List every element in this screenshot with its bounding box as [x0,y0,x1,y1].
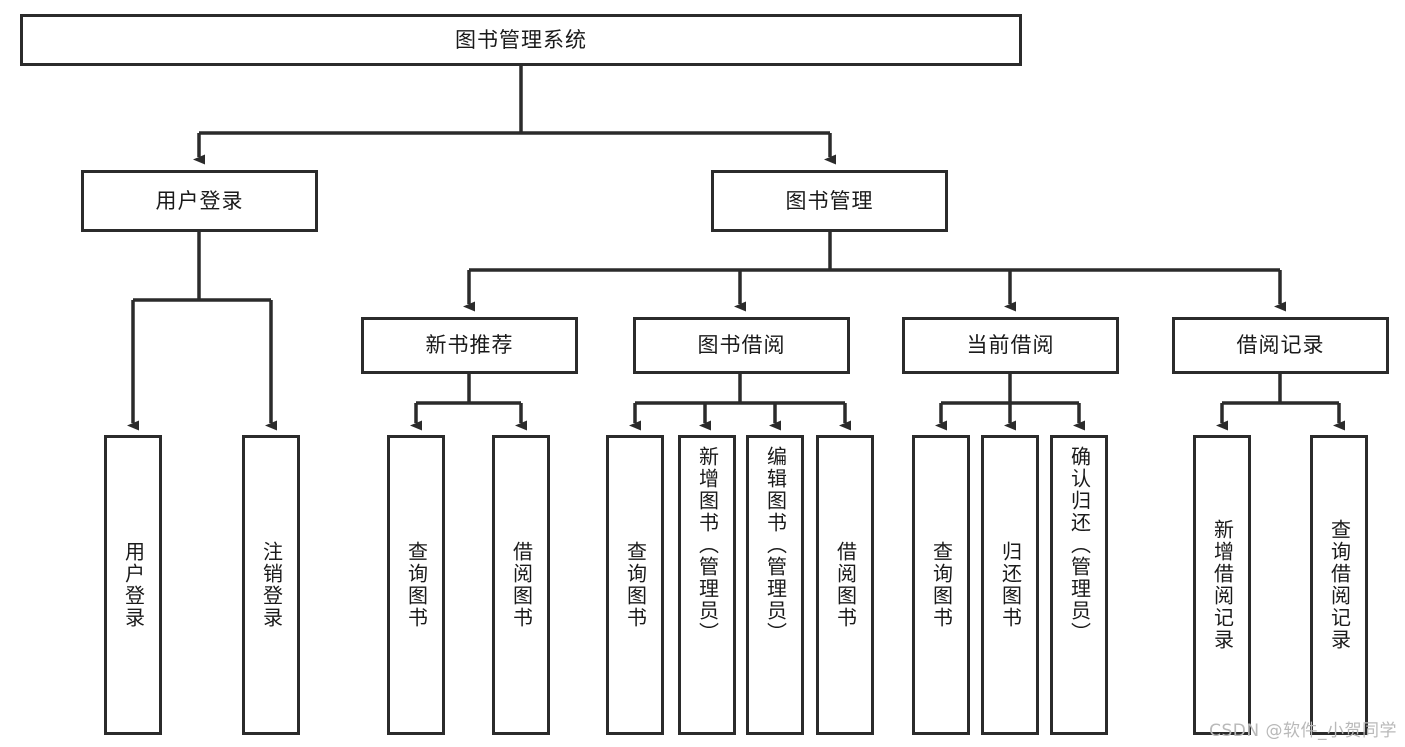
leaf-bb-edit-book[interactable]: 编辑图书（管理员） [746,435,804,735]
node-new-book-recommend[interactable]: 新书推荐 [361,317,578,374]
node-book-borrow-label: 图书借阅 [697,333,786,358]
node-borrow-record[interactable]: 借阅记录 [1172,317,1389,374]
leaf-nb-borrow-book[interactable]: 借阅图书 [492,435,550,735]
node-current-borrow-label: 当前借阅 [966,333,1055,358]
node-book-management[interactable]: 图书管理 [711,170,948,232]
leaf-cb-confirm-return[interactable]: 确认归还（管理员） [1050,435,1108,735]
leaf-bb-query-book-label: 查询图书 [623,541,648,629]
leaf-user-login-label: 用户登录 [121,541,146,629]
node-root-system[interactable]: 图书管理系统 [20,14,1022,66]
leaf-br-query-record[interactable]: 查询借阅记录 [1310,435,1368,735]
leaf-bb-edit-book-label: 编辑图书（管理员） [763,446,788,644]
leaf-bb-add-book-label: 新增图书（管理员） [695,446,720,644]
leaf-bb-add-book[interactable]: 新增图书（管理员） [678,435,736,735]
leaf-cb-confirm-return-label: 确认归还（管理员） [1067,446,1092,644]
node-borrow-record-label: 借阅记录 [1236,333,1325,358]
node-root-system-label: 图书管理系统 [455,27,587,52]
leaf-cb-query-book-label: 查询图书 [929,541,954,629]
node-user-login-label: 用户登录 [155,188,244,213]
leaf-br-add-record[interactable]: 新增借阅记录 [1193,435,1251,735]
leaf-cb-query-book[interactable]: 查询图书 [912,435,970,735]
leaf-nb-query-book-label: 查询图书 [404,541,429,629]
node-book-management-label: 图书管理 [785,188,874,213]
csdn-watermark: CSDN @软件_小贺同学 [1209,721,1397,741]
leaf-br-add-record-label: 新增借阅记录 [1210,519,1235,651]
leaf-bb-borrow-book-label: 借阅图书 [833,541,858,629]
leaf-cb-return-book-label: 归还图书 [998,541,1023,629]
leaf-logout-label: 注销登录 [259,541,284,629]
leaf-nb-borrow-book-label: 借阅图书 [509,541,534,629]
leaf-bb-query-book[interactable]: 查询图书 [606,435,664,735]
node-user-login[interactable]: 用户登录 [81,170,318,232]
leaf-bb-borrow-book[interactable]: 借阅图书 [816,435,874,735]
node-current-borrow[interactable]: 当前借阅 [902,317,1119,374]
leaf-br-query-record-label: 查询借阅记录 [1327,519,1352,651]
node-book-borrow[interactable]: 图书借阅 [633,317,850,374]
node-new-book-recommend-label: 新书推荐 [425,333,514,358]
leaf-nb-query-book[interactable]: 查询图书 [387,435,445,735]
leaf-cb-return-book[interactable]: 归还图书 [981,435,1039,735]
leaf-logout[interactable]: 注销登录 [242,435,300,735]
leaf-user-login[interactable]: 用户登录 [104,435,162,735]
